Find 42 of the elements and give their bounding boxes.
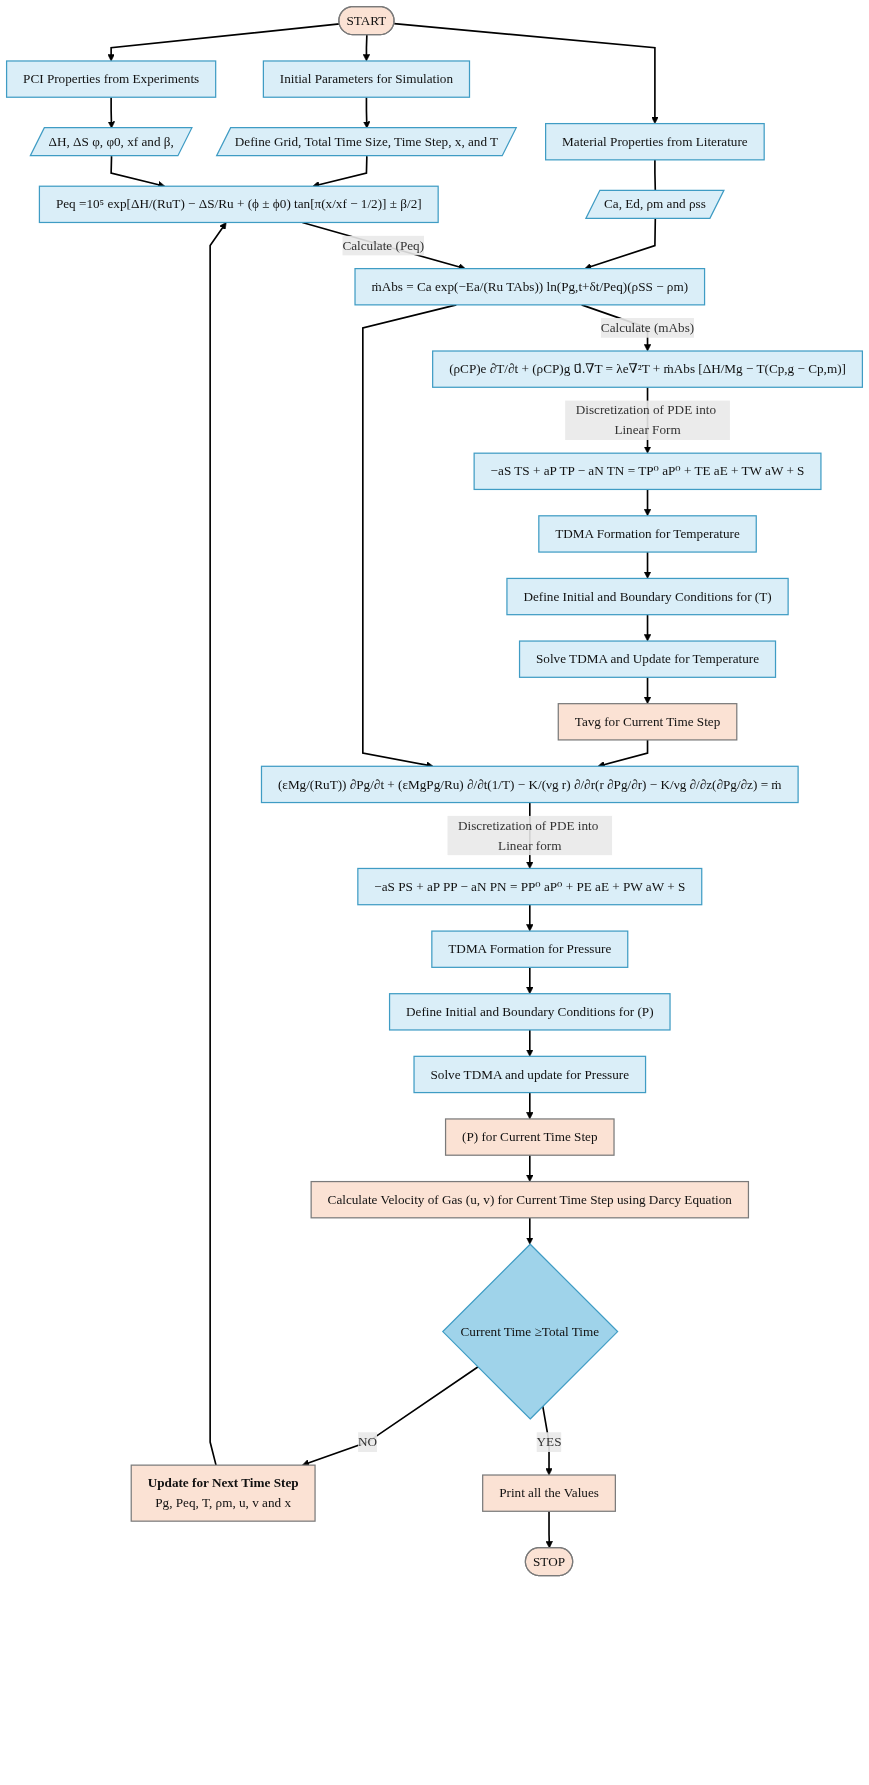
arrow (393, 22, 659, 124)
arrow (643, 488, 652, 517)
node-box: TDMA Formation for Temperature (538, 515, 757, 553)
edge-label: NO (358, 1434, 378, 1449)
node-box: Material Properties from Literature (545, 122, 765, 161)
arrow (526, 1217, 534, 1245)
node-box: PCI Properties from Experiments (5, 60, 217, 98)
node-box: −aS TS + aP TP − aN TN = TP⁰ aP⁰ + TE aE + TW aW + S (473, 452, 822, 491)
arrow (545, 1510, 553, 1549)
node-box: Peq =10⁵ exp[ΔH/(RuT) − ΔS/Ru + (ϕ ± ϕ0) tan[π(x/xf − 1/2)] ± β/2] (38, 185, 439, 224)
node-box: TDMA Formation for Pressure (431, 930, 629, 968)
node-box: ṁAbs = Ca exp(−Ea/(Ru TAbs)) ln(Pg,t+δt/Peq)(ρSS − ρm) (354, 268, 706, 306)
arrow (526, 1154, 534, 1182)
node-box: Define Initial and Boundary Conditions for (T) (506, 577, 789, 616)
edge-label: Calculate (Peq) (342, 238, 425, 253)
arrow (526, 1091, 534, 1120)
arrow (643, 551, 652, 579)
arrow (209, 222, 227, 1466)
arrow (526, 903, 534, 932)
arrow (302, 1366, 479, 1467)
node-box: Print all the Values (482, 1474, 616, 1512)
edge-label: Discretization of PDE into Linear form (458, 818, 599, 852)
arrow (362, 34, 371, 62)
arrow (526, 1029, 534, 1057)
node-box: (P) for Current Time Step (444, 1118, 615, 1156)
arrow (643, 676, 652, 704)
node-box: −aS PS + aP PP − aN PN = PP⁰ aP⁰ + PE aE + PW aW + S (357, 867, 703, 906)
node-box: Calculate Velocity of Gas (u, v) for Current Time Step using Darcy Equation (310, 1180, 750, 1219)
node-box: Update for Next Time Step Pg, Peq, T, ρm, u, v and x (130, 1464, 316, 1522)
node-box: Initial Parameters for Simulation (262, 60, 471, 98)
node-box: Tavg for Current Time Step (557, 703, 738, 741)
edge-label: Discretization of PDE into Linear Form (575, 402, 716, 437)
edge-label: YES (536, 1434, 562, 1449)
arrow (643, 613, 652, 642)
arrow (526, 966, 534, 995)
node-box: Define Initial and Boundary Conditions for (P) (388, 993, 671, 1031)
edge-label: Calculate (mAbs) (600, 320, 695, 335)
node-box: Solve TDMA and Update for Temperature (518, 640, 777, 678)
node-box: (εMg/(RuT)) ∂Pg/∂t + (εMgPg/Ru) ∂/∂t(1/T) − K/(νg r) ∂/∂r(r ∂Pg/∂r) − K/νg ∂/∂z(∂Pg/∂z) = ṁ (260, 765, 799, 804)
node-diamond: Current Time ≥Total Time (441, 1243, 619, 1420)
node-box: Solve TDMA and update for Pressure (413, 1055, 647, 1094)
node-box: (ρCP)e ∂T/∂t + (ρCP)g u⃗.∇T = λe∇²T + ṁAbs [ΔH/Mg − T(Cp,g − Cp,m)] (432, 350, 864, 388)
